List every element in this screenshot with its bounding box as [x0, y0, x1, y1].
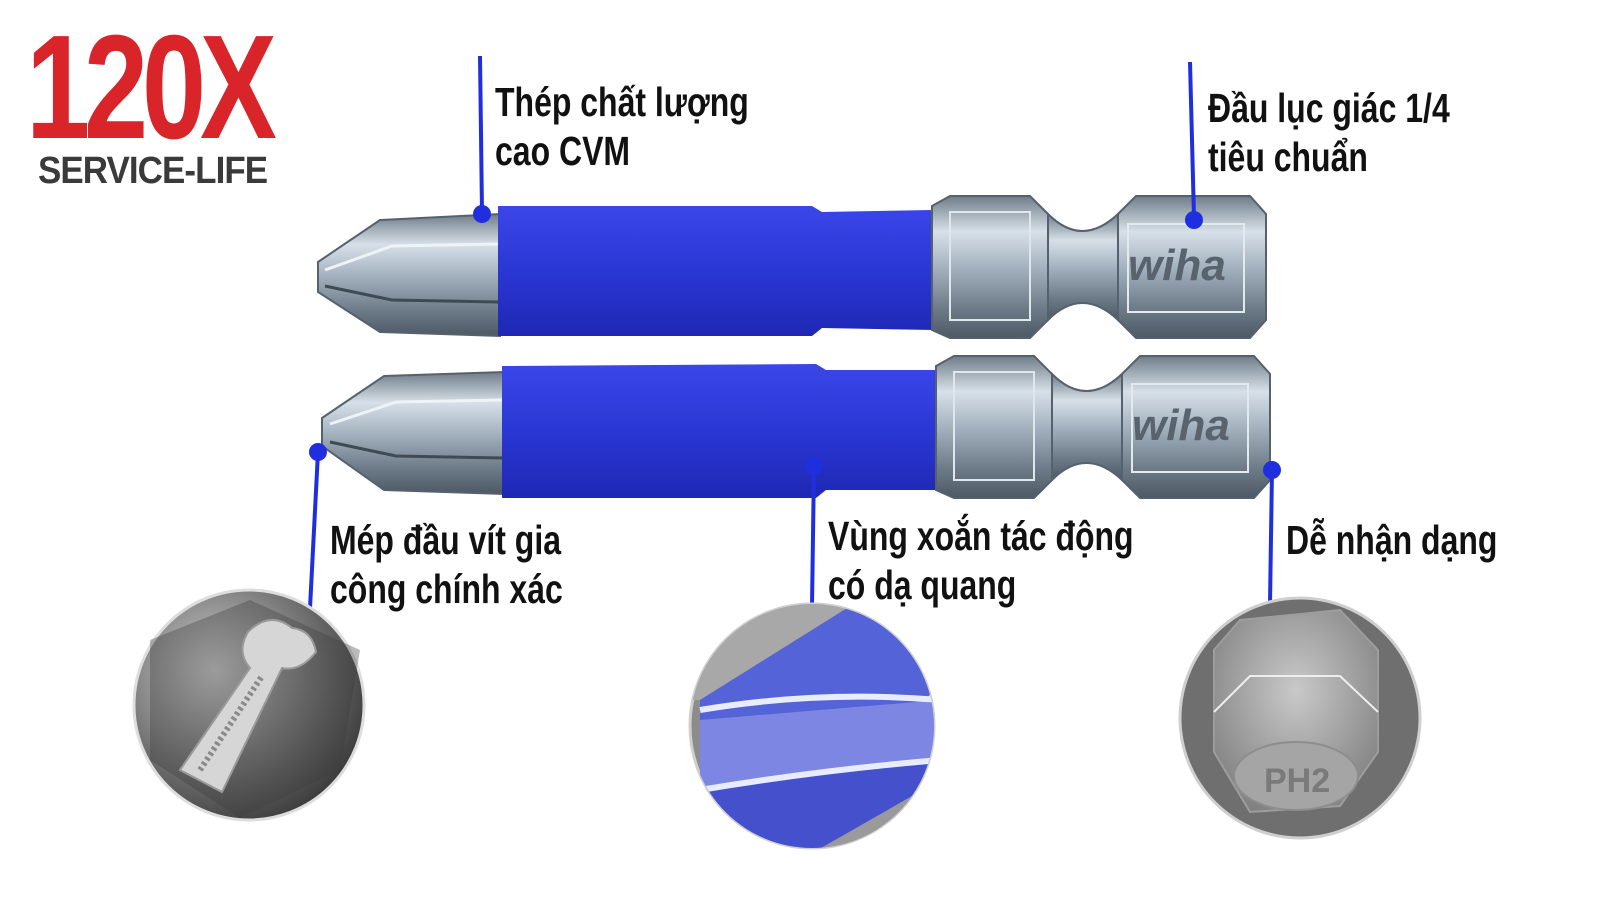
callout-torsion-label: Vùng xoắn tác động có dạ quang	[828, 513, 1134, 608]
callout-steel-marker	[473, 55, 491, 223]
bit-top: wiha	[317, 195, 1267, 339]
bit-bottom: wiha	[321, 355, 1271, 499]
bit-bottom-torsion-zone	[502, 364, 938, 498]
bit-bottom-tip-icon	[321, 370, 505, 496]
tip-detail-circle	[132, 588, 366, 822]
bit-top-brand: wiha	[1128, 241, 1226, 290]
bit-top-torsion-zone	[498, 206, 934, 336]
callout-identify-label: Dễ nhận dạng	[1286, 517, 1498, 563]
service-life-label: SERVICE-LIFE	[38, 150, 268, 192]
bit-bottom-brand: wiha	[1132, 401, 1230, 450]
callout-steel-label: Thép chất lượng cao CVM	[495, 79, 749, 174]
service-life-multiplier: 120X	[26, 5, 277, 170]
callout-hex-label: Đầu lục giác 1/4 tiêu chuẩn	[1208, 85, 1450, 180]
callout-tip-marker	[308, 443, 327, 609]
torsion-detail-circle	[688, 602, 936, 850]
hex-detail-marking: PH2	[1264, 762, 1330, 800]
callout-torsion-marker	[805, 457, 823, 607]
bit-top-tip-icon	[317, 212, 501, 338]
callout-tip-label: Mép đầu vít gia công chính xác	[330, 517, 563, 612]
callout-identify-marker	[1263, 461, 1281, 605]
hex-detail-circle: PH2	[1178, 596, 1422, 840]
callout-hex-marker	[1185, 61, 1203, 229]
bit-top-hex-end	[1117, 195, 1267, 339]
